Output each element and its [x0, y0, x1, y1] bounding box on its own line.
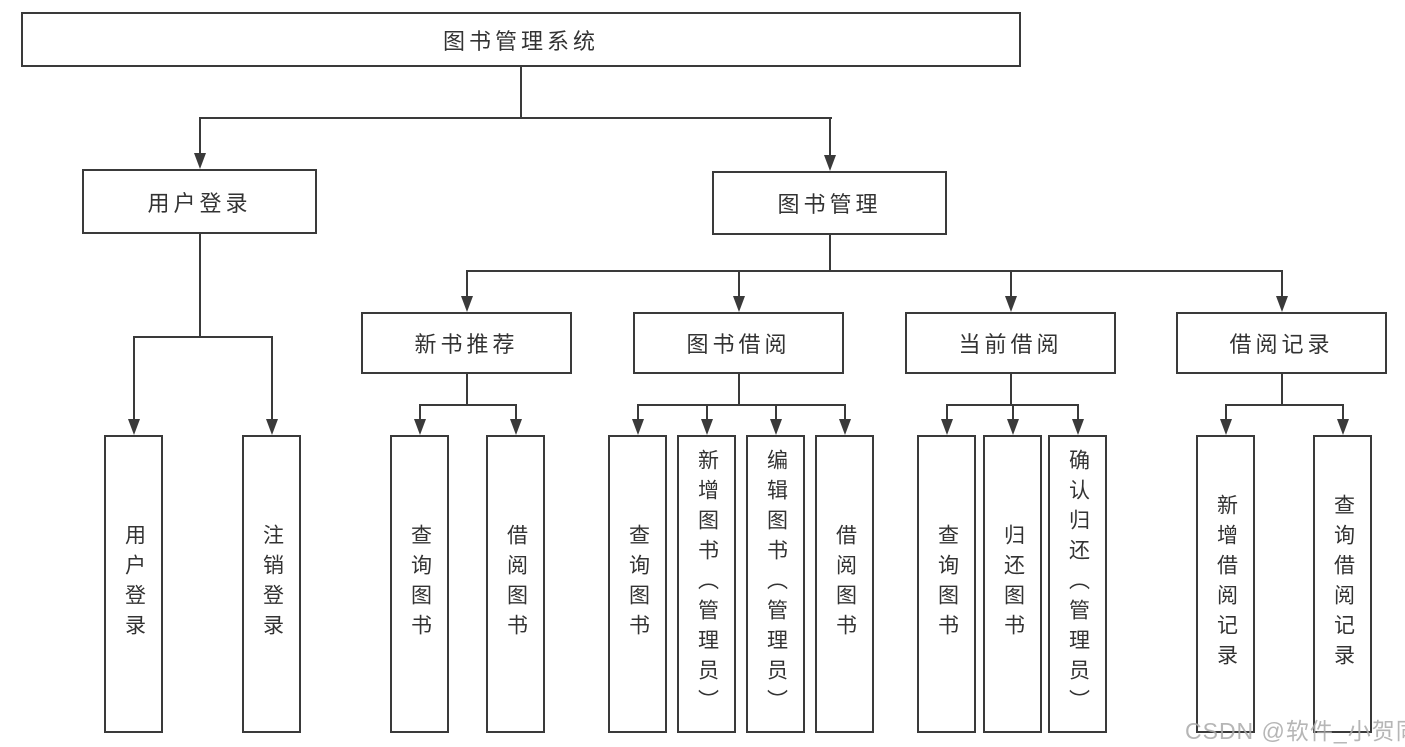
leaf-current-return: 归还图书 [983, 435, 1042, 733]
connector-line [199, 117, 832, 119]
leaf-borrow-query: 查询图书 [608, 435, 667, 733]
connector-line [775, 404, 777, 421]
connector-line [1012, 404, 1014, 421]
node-root: 图书管理系统 [21, 12, 1021, 67]
arrowhead-icon [266, 419, 278, 435]
connector-line [419, 404, 517, 406]
arrowhead-icon [1072, 419, 1084, 435]
leaf-records-add: 新增借阅记录 [1196, 435, 1255, 733]
leaf-newbook-borrow: 借阅图书 [486, 435, 545, 733]
arrowhead-icon [1005, 296, 1017, 312]
arrowhead-icon [824, 155, 836, 171]
leaf-current-confirm-admin: 确认归还（管理员） [1048, 435, 1107, 733]
connector-line [515, 404, 517, 421]
arrowhead-icon [1220, 419, 1232, 435]
connector-line [466, 374, 468, 405]
arrowhead-icon [1337, 419, 1349, 435]
connector-line [1010, 374, 1012, 405]
leaf-records-query: 查询借阅记录 [1313, 435, 1372, 733]
leaf-user-login: 用户登录 [104, 435, 163, 733]
arrowhead-icon [1276, 296, 1288, 312]
node-user-login: 用户登录 [82, 169, 317, 234]
connector-line [637, 404, 846, 406]
arrowhead-icon [941, 419, 953, 435]
connector-line [271, 336, 273, 421]
arrowhead-icon [632, 419, 644, 435]
watermark: CSDN @软件_小贺同学 [1185, 718, 1405, 744]
connector-line [829, 235, 831, 272]
connector-line [637, 404, 639, 421]
arrowhead-icon [839, 419, 851, 435]
connector-line [1225, 404, 1227, 421]
connector-line [520, 67, 522, 118]
arrowhead-icon [194, 153, 206, 169]
connector-line [199, 117, 201, 155]
node-current-borrow: 当前借阅 [905, 312, 1116, 374]
leaf-borrow-edit-admin: 编辑图书（管理员） [746, 435, 805, 733]
connector-line [466, 270, 1283, 272]
leaf-borrow-add-admin: 新增图书（管理员） [677, 435, 736, 733]
connector-line [706, 404, 708, 421]
arrowhead-icon [770, 419, 782, 435]
leaf-current-query: 查询图书 [917, 435, 976, 733]
connector-line [1010, 270, 1012, 298]
node-book-mgmt: 图书管理 [712, 171, 947, 235]
connector-line [133, 336, 135, 421]
leaf-borrow-book: 借阅图书 [815, 435, 874, 733]
connector-line [133, 336, 273, 338]
arrowhead-icon [701, 419, 713, 435]
node-borrow-records: 借阅记录 [1176, 312, 1387, 374]
arrowhead-icon [1007, 419, 1019, 435]
node-book-borrow: 图书借阅 [633, 312, 844, 374]
connector-line [738, 374, 740, 405]
connector-line [829, 117, 831, 155]
connector-line [419, 404, 421, 421]
connector-line [1225, 404, 1343, 406]
connector-line [946, 404, 948, 421]
arrowhead-icon [510, 419, 522, 435]
node-new-book: 新书推荐 [361, 312, 572, 374]
arrowhead-icon [414, 419, 426, 435]
connector-line [1342, 404, 1344, 421]
leaf-logout: 注销登录 [242, 435, 301, 733]
connector-line [844, 404, 846, 421]
connector-line [199, 234, 201, 337]
arrowhead-icon [128, 419, 140, 435]
connector-line [1281, 270, 1283, 298]
connector-line [466, 270, 468, 298]
connector-line [738, 270, 740, 298]
connector-line [1281, 374, 1283, 405]
leaf-newbook-query: 查询图书 [390, 435, 449, 733]
arrowhead-icon [733, 296, 745, 312]
arrowhead-icon [461, 296, 473, 312]
connector-line [1077, 404, 1079, 421]
